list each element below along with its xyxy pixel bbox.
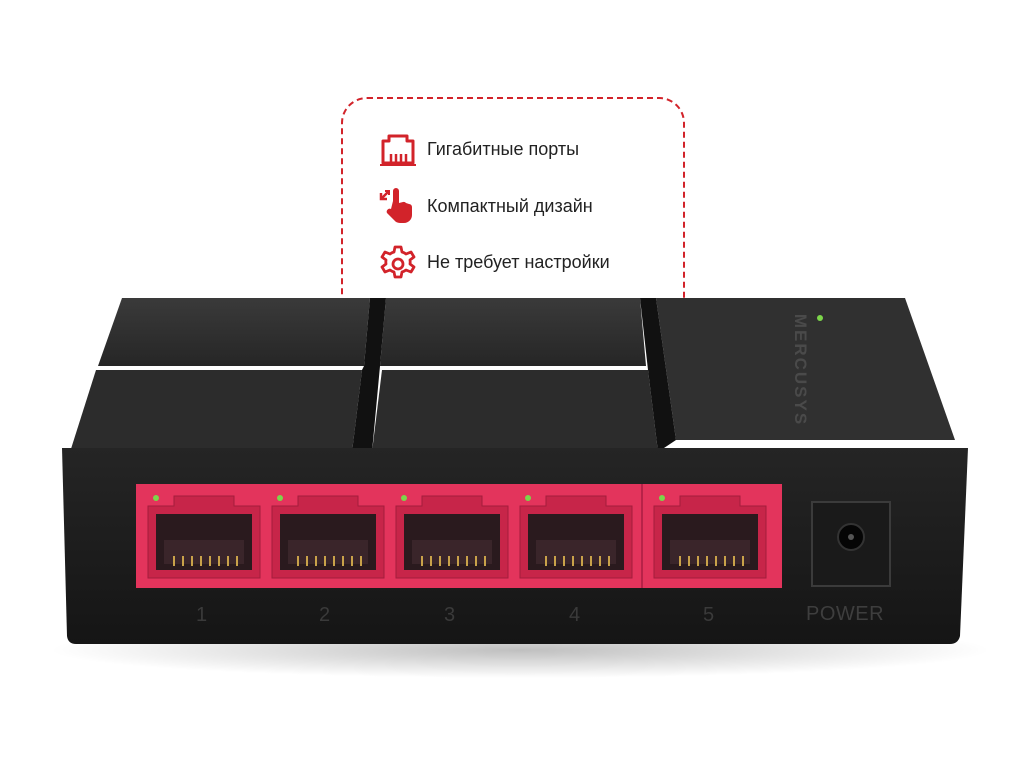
top-tile — [70, 370, 362, 452]
port-number-label: 1 — [196, 604, 208, 626]
top-tile — [372, 370, 658, 452]
ethernet-port-4 — [519, 495, 633, 579]
feature-item-gigabit: Гигабитные порты — [379, 129, 579, 169]
port-number-label: 3 — [444, 604, 456, 626]
power-led — [817, 315, 823, 321]
feature-label: Компактный дизайн — [427, 195, 593, 216]
feature-item-plug-and-play: Не требует настройки — [379, 242, 610, 282]
ethernet-port-3 — [395, 495, 509, 579]
ethernet-port-1 — [147, 495, 261, 579]
gear-icon — [379, 243, 417, 281]
port-number-label: 5 — [703, 604, 715, 626]
ethernet-port-2 — [271, 495, 385, 579]
top-tile — [98, 298, 370, 366]
brand-logo: MERCUSYS — [791, 313, 810, 427]
top-tile — [380, 298, 646, 366]
feature-label: Не требует настройки — [427, 251, 610, 272]
top-tile-right — [656, 298, 955, 440]
features-card: Гигабитные порты Компактный дизайн Н — [341, 97, 685, 327]
port-number-label: 2 — [319, 604, 331, 626]
ethernet-port-icon — [379, 130, 417, 168]
feature-item-compact: Компактный дизайн — [379, 186, 593, 226]
compact-hand-icon — [379, 187, 417, 225]
power-label: POWER — [806, 603, 885, 625]
port-number-label: 4 — [569, 604, 581, 626]
feature-label: Гигабитные порты — [427, 138, 580, 159]
ports-group — [147, 495, 767, 579]
ethernet-port-5 — [653, 495, 767, 579]
